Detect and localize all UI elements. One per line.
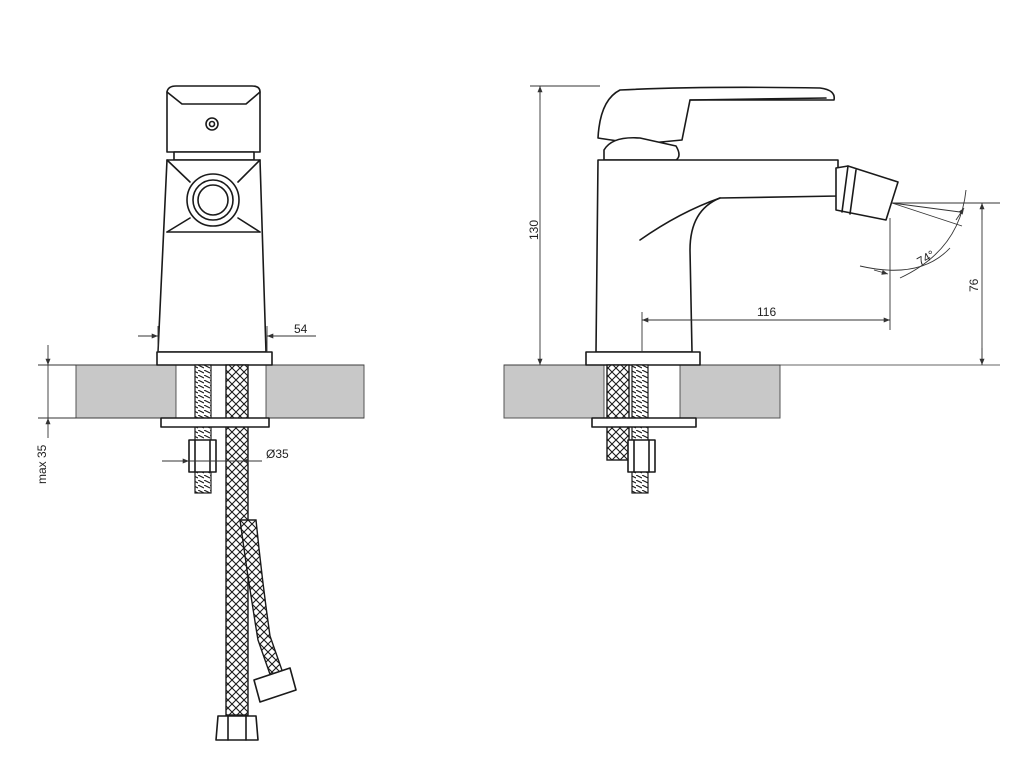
dim-spout-reach: 116 xyxy=(757,305,776,319)
front-view: 54 max 35 Ø35 xyxy=(35,85,365,741)
counter-hole-front xyxy=(176,365,266,418)
dim-base-width: 54 xyxy=(294,322,308,336)
fixing-plate-side xyxy=(591,417,697,428)
spout-outlet-front xyxy=(186,173,240,227)
hose-nut-front-2 xyxy=(253,667,297,703)
dim-max-counter: max 35 xyxy=(35,444,49,484)
fixing-nut-side xyxy=(627,439,656,473)
lever-handle-side xyxy=(597,86,836,145)
body-side xyxy=(595,159,839,353)
base-plate-front xyxy=(156,351,273,366)
dim-hole-diameter: Ø35 xyxy=(266,447,289,461)
hose-nut-front-1 xyxy=(215,715,259,741)
dim-spout-height: 76 xyxy=(967,278,981,292)
base-plate-side xyxy=(585,351,701,366)
hose-side xyxy=(606,364,630,461)
threaded-rod-side xyxy=(631,364,649,494)
dim-total-height: 130 xyxy=(527,220,541,240)
fixing-plate-front xyxy=(160,417,270,428)
dim-spray-angle: 74° xyxy=(915,247,938,268)
spray-nozzle xyxy=(835,165,899,221)
handle-screw xyxy=(205,117,219,131)
threaded-rod-front xyxy=(194,364,212,494)
side-view: 130 116 76 74° xyxy=(503,85,1000,494)
fixing-nut-front xyxy=(188,439,217,473)
